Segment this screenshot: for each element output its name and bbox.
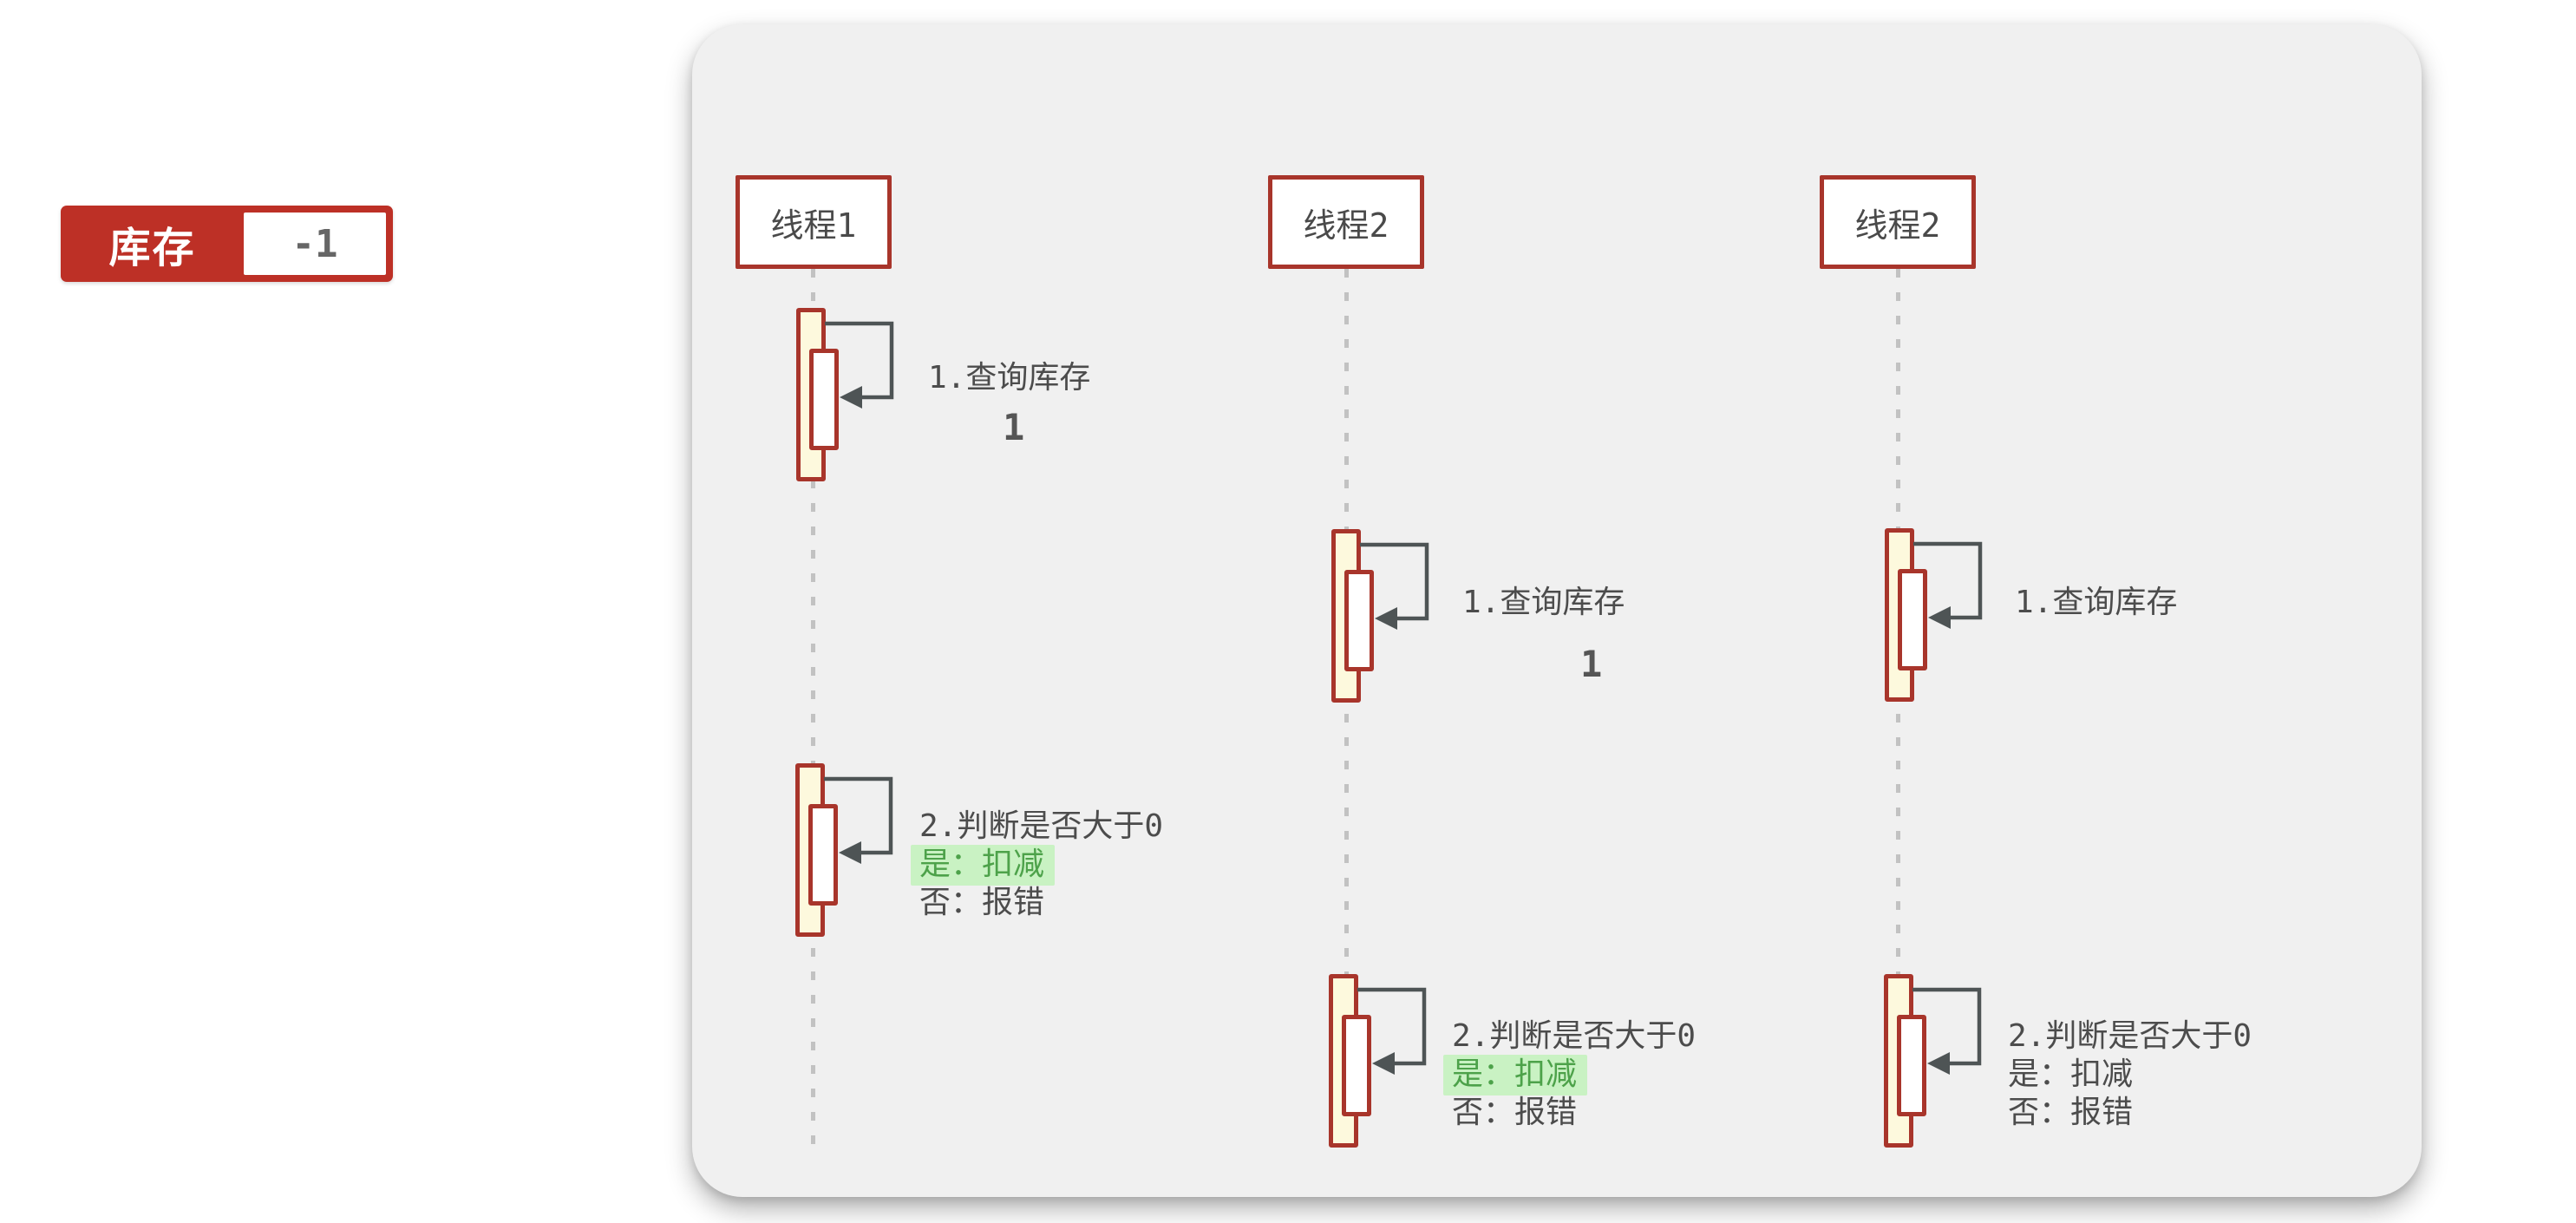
decision-annotation: 2.判断是否大于0 是：扣减 否：报错 — [1443, 1017, 1697, 1132]
query-result-value: 1 — [1003, 406, 1025, 448]
decision-label: 2.判断是否大于0 — [919, 808, 1164, 844]
thread1-activation-2 — [795, 763, 908, 945]
inventory-badge: 库存 -1 — [61, 206, 393, 282]
self-message-arrow — [824, 776, 893, 864]
thread3-activation-1 — [1885, 528, 1997, 710]
thread3-activation-2 — [1884, 974, 1997, 1156]
thread3-header: 线程2 — [1820, 175, 1976, 269]
activation-bar-inner — [1898, 569, 1927, 670]
no-branch: 否：报错 — [919, 885, 1045, 920]
thread2-activation-2 — [1329, 974, 1442, 1156]
query-result-value: 1 — [1580, 643, 1603, 685]
message-label: 1.查询库存 — [1462, 585, 1625, 620]
self-message-arrow — [825, 321, 894, 409]
self-message-arrow — [1912, 987, 1982, 1075]
yes-branch-highlighted: 是：扣减 — [1443, 1055, 1588, 1095]
inventory-value-box: -1 — [244, 213, 386, 275]
self-message-arrow — [1913, 541, 1983, 629]
self-message-arrow — [1360, 542, 1429, 630]
decision-label: 2.判断是否大于0 — [2008, 1018, 2252, 1054]
thread2-header: 线程2 — [1268, 175, 1424, 269]
lifeline-thread2 — [1344, 269, 1349, 1154]
no-branch: 否：报错 — [1452, 1095, 1578, 1130]
inventory-label: 库存 — [108, 224, 196, 272]
thread2-activation-1 — [1331, 529, 1444, 711]
activation-bar-inner — [1897, 1015, 1926, 1116]
inventory-value: -1 — [291, 221, 338, 266]
activation-bar-inner — [809, 349, 839, 450]
self-message-arrow — [1357, 987, 1427, 1075]
yes-branch: 是：扣减 — [2008, 1056, 2134, 1092]
activation-bar-inner — [1344, 570, 1374, 671]
activation-bar-inner — [808, 804, 838, 906]
yes-branch-highlighted: 是：扣减 — [911, 845, 1056, 886]
no-branch: 否：报错 — [2008, 1095, 2134, 1130]
decision-label: 2.判断是否大于0 — [1452, 1018, 1697, 1054]
thread1-activation-1 — [796, 308, 909, 490]
sequence-diagram-panel: 线程1 线程2 线程2 1.查询库存 1 2.判断是否大于0 是：扣减 否 — [692, 24, 2422, 1197]
message-label: 1.查询库存 — [928, 360, 1091, 396]
message-label: 1.查询库存 — [2015, 585, 2178, 620]
decision-annotation: 2.判断是否大于0 是：扣减 否：报错 — [2008, 1017, 2252, 1132]
lifeline-thread3 — [1896, 269, 1900, 1154]
decision-annotation: 2.判断是否大于0 是：扣减 否：报错 — [911, 808, 1164, 922]
lifeline-thread1 — [811, 269, 815, 1154]
thread1-header: 线程1 — [736, 175, 892, 269]
activation-bar-inner — [1342, 1015, 1371, 1116]
